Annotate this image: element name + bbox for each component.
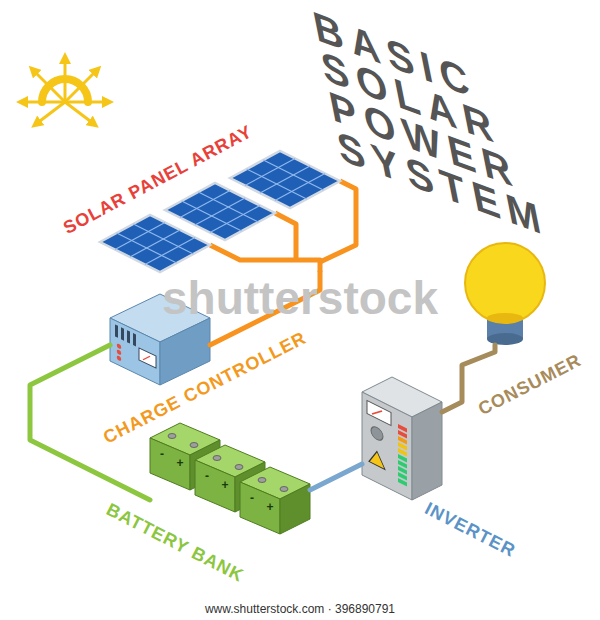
inverter-box — [398, 424, 407, 487]
solar-panel — [230, 151, 340, 208]
inverter-node: INVERTER — [362, 377, 442, 500]
sun — [36, 102, 65, 124]
component-label: CONSUMER — [475, 350, 585, 420]
panel-grid — [115, 223, 165, 250]
light-bulb — [465, 243, 545, 345]
component-label: INVERTER — [421, 498, 519, 562]
charge-controller-box — [115, 324, 118, 337]
inverter-box — [412, 402, 442, 500]
panel-grid — [260, 166, 310, 193]
charge-controller-box — [143, 353, 150, 363]
sun — [65, 70, 97, 102]
inverter-box — [362, 377, 442, 500]
panel-leads — [275, 213, 296, 260]
sun — [65, 102, 94, 124]
panel-grid — [180, 191, 230, 218]
charge-controller-box — [115, 324, 156, 378]
inverter-box — [367, 401, 407, 487]
solar-panel-array-node: SOLAR PANEL ARRAY — [100, 151, 340, 272]
battery-terminal — [258, 478, 266, 483]
battery-terminal — [190, 443, 198, 448]
battery-bank-boxes — [150, 423, 310, 534]
panel-leads — [320, 181, 356, 262]
led-segment — [398, 478, 407, 487]
consumer-node: CONSUMER — [462, 243, 548, 345]
terminal-sign: + — [266, 500, 273, 514]
charge-controller-box — [110, 318, 160, 385]
battery-terminal — [213, 456, 221, 461]
battery-terminal — [168, 434, 176, 439]
component-label: BATTERY BANK — [103, 499, 248, 587]
battery-front — [240, 482, 280, 534]
terminal-sign: - — [250, 491, 254, 505]
terminal-sign: - — [160, 447, 164, 461]
component-label: SOLAR PANEL ARRAY — [60, 121, 256, 239]
panel-grid — [245, 159, 295, 186]
battery-terminal — [235, 465, 243, 470]
panel-leads — [210, 245, 320, 272]
battery-front — [150, 438, 190, 490]
panel-grid — [130, 230, 180, 257]
sun — [65, 101, 108, 104]
sun — [33, 70, 65, 102]
terminal-sign: - — [205, 469, 209, 483]
inverter-box — [369, 448, 385, 470]
charge-controller-box — [117, 349, 121, 356]
panel-grid — [145, 238, 195, 265]
inverter-box — [362, 392, 412, 500]
inverter-box — [372, 406, 382, 419]
sun — [64, 58, 67, 102]
sun — [22, 58, 108, 124]
light-bulb — [487, 333, 523, 345]
charge-controller-box — [160, 318, 210, 385]
solar-panels — [100, 151, 340, 272]
inverter-box — [367, 401, 391, 426]
terminal-sign: + — [221, 478, 228, 492]
light-bulb — [487, 313, 523, 323]
light-bulb — [465, 243, 545, 323]
charge-controller-box — [121, 327, 124, 340]
charge-controller-box — [127, 330, 130, 343]
watermark-url: www.shutterstock.com · 396890791 — [205, 602, 395, 616]
charge-controller-box — [133, 333, 136, 346]
panel-grid — [210, 206, 260, 233]
battery-front — [195, 460, 235, 512]
charge-controller-box — [139, 348, 156, 368]
sun — [22, 101, 65, 104]
battery-side — [280, 484, 310, 534]
battery-terminal — [280, 487, 288, 492]
panel-grid — [195, 198, 245, 225]
inverter-box — [371, 425, 383, 443]
wire-connector — [310, 464, 362, 490]
charge-controller-box — [117, 355, 121, 362]
panel-grid — [275, 174, 325, 201]
component-label: CHARGE CONTROLLER — [100, 328, 310, 449]
diagram-title: BASIC SOLAR POWER SYSTEM — [310, 6, 570, 250]
charge-controller-box — [117, 343, 121, 350]
watermark: shutterstock — [162, 271, 438, 325]
terminal-sign: + — [176, 456, 183, 470]
battery-bank-node: BATTERY BANK — [150, 423, 310, 534]
